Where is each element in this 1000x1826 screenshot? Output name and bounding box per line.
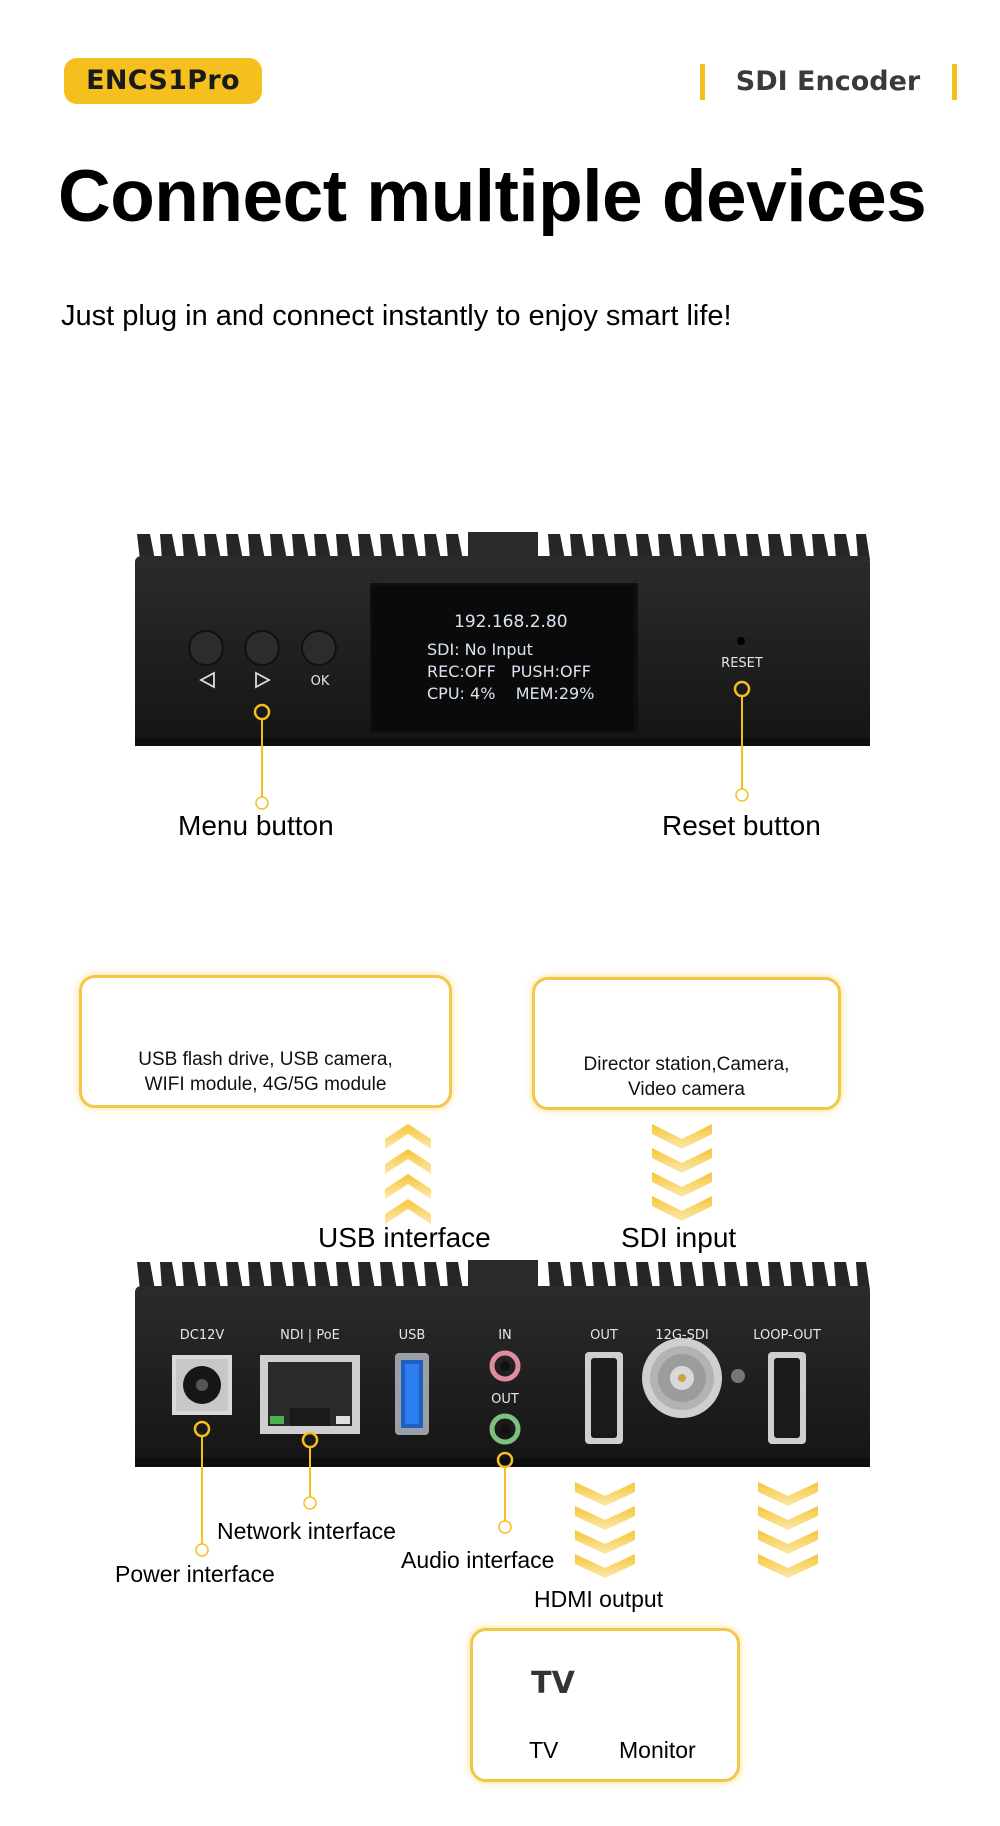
page-title: Connect multiple devices xyxy=(58,156,927,237)
power-interface-callout: Power interface xyxy=(115,1561,275,1587)
screen-rec-push: REC:OFF PUSH:OFF xyxy=(427,662,591,681)
divider-right xyxy=(952,64,957,100)
usb-arrows xyxy=(385,1124,431,1224)
model-badge: ENCS1Pro xyxy=(64,58,262,104)
front-device xyxy=(135,532,870,810)
sdi-box-line1: Director station,Camera, xyxy=(583,1054,790,1075)
divider-left xyxy=(700,64,705,100)
screen-ip: 192.168.2.80 xyxy=(454,612,568,632)
ok-button-label: OK xyxy=(310,674,330,689)
usb-interface-label: USB interface xyxy=(318,1222,491,1253)
audio-in-label: IN xyxy=(498,1328,512,1343)
network-interface-callout: Network interface xyxy=(217,1518,396,1544)
sdi-port-label: 12G-SDI xyxy=(655,1328,709,1343)
hdmi-arrows xyxy=(575,1482,818,1578)
sdi-arrows xyxy=(652,1124,712,1221)
screen-sdi-status: SDI: No Input xyxy=(427,640,533,659)
sdi-devices-box: Director station,Camera, Video camera xyxy=(532,977,841,1110)
sdi-box-line2: Video camera xyxy=(628,1079,745,1100)
usb-box-line1: USB flash drive, USB camera, xyxy=(138,1049,393,1070)
dc12v-label: DC12V xyxy=(179,1328,225,1343)
rear-device xyxy=(135,1260,870,1557)
reset-button-callout: Reset button xyxy=(662,810,821,841)
usb-box-line2: WIFI module, 4G/5G module xyxy=(144,1074,387,1095)
reset-label: RESET xyxy=(721,656,763,671)
hdmi-output-callout: HDMI output xyxy=(534,1586,664,1612)
usb-port-label: USB xyxy=(398,1328,426,1343)
display-devices-box: TV TV Monitor xyxy=(470,1628,740,1782)
category-label: SDI Encoder xyxy=(735,66,921,97)
tv-label: TV xyxy=(529,1737,559,1763)
menu-button-callout: Menu button xyxy=(178,810,334,841)
audio-interface-callout: Audio interface xyxy=(401,1547,555,1573)
audio-out-label: OUT xyxy=(491,1392,519,1407)
loop-out-label: LOOP-OUT xyxy=(753,1328,821,1343)
monitor-label: Monitor xyxy=(619,1737,696,1763)
hdmi-out-label: OUT xyxy=(590,1328,618,1343)
screen-cpu-mem: CPU: 4% MEM:29% xyxy=(427,684,595,703)
page-subtitle: Just plug in and connect instantly to en… xyxy=(61,300,732,332)
usb-devices-box: USB flash drive, USB camera, WIFI module… xyxy=(79,975,452,1108)
tv-screen-text: TV xyxy=(531,1666,575,1701)
sdi-input-label: SDI input xyxy=(621,1222,737,1253)
ndi-poe-label: NDI | PoE xyxy=(280,1328,340,1343)
